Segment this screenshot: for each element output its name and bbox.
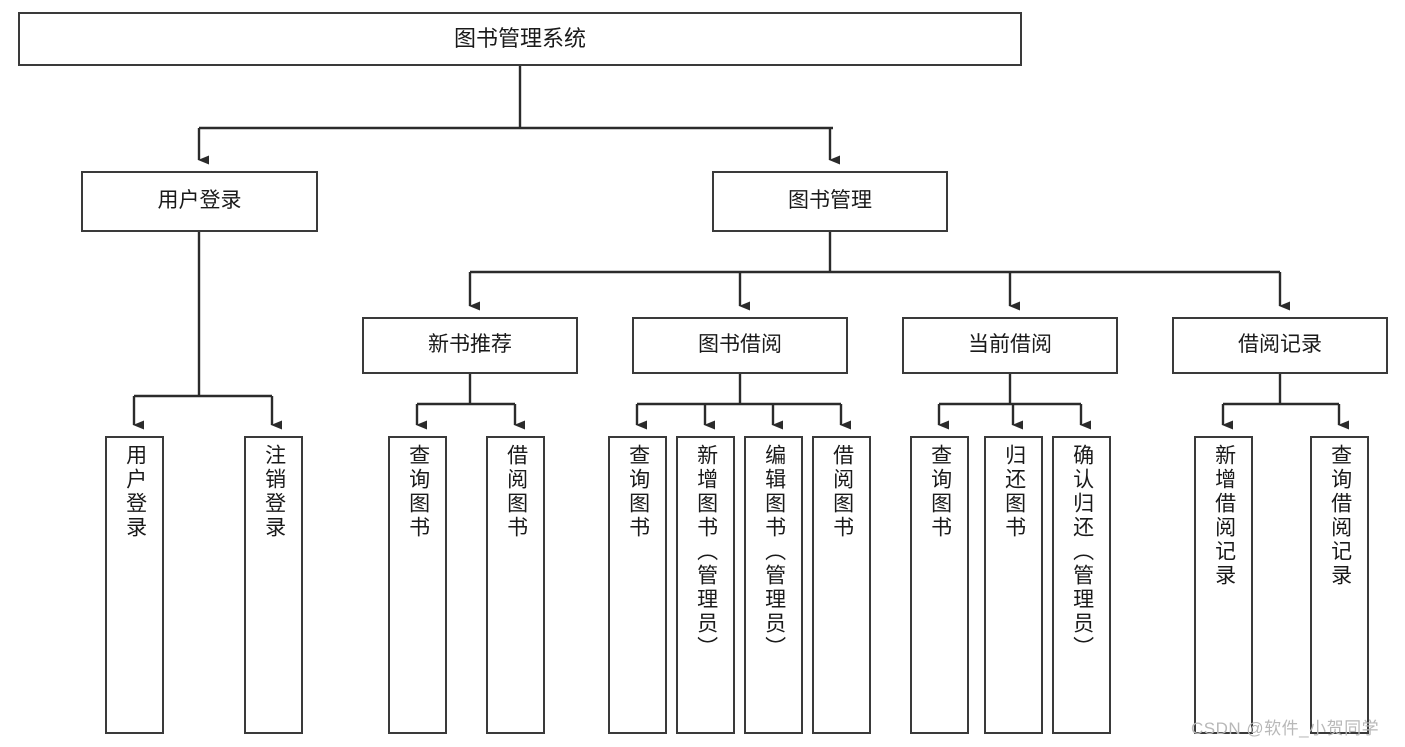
node-new-book-recommend[interactable]: 新书推荐 <box>362 317 578 374</box>
node-current-borrow-label: 当前借阅 <box>968 333 1052 357</box>
leaf-add-book[interactable]: 新增图书（管理员） <box>676 436 735 734</box>
leaf-query-book-1[interactable]: 查询图书 <box>388 436 447 734</box>
leaf-user-login[interactable]: 用户登录 <box>105 436 164 734</box>
leaf-query-book-3-label: 查询图书 <box>928 444 952 540</box>
leaf-borrow-book-2-label: 借阅图书 <box>830 444 854 540</box>
leaf-query-book-3[interactable]: 查询图书 <box>910 436 969 734</box>
leaf-query-record-label: 查询借阅记录 <box>1328 444 1352 588</box>
leaf-return-book[interactable]: 归还图书 <box>984 436 1043 734</box>
leaf-add-record-label: 新增借阅记录 <box>1212 444 1236 588</box>
leaf-edit-book-label: 编辑图书（管理员） <box>762 444 786 660</box>
leaf-borrow-book-2[interactable]: 借阅图书 <box>812 436 871 734</box>
node-user-login[interactable]: 用户登录 <box>81 171 318 232</box>
leaf-borrow-book-1[interactable]: 借阅图书 <box>486 436 545 734</box>
leaf-confirm-return-label: 确认归还（管理员） <box>1070 444 1094 660</box>
leaf-logout[interactable]: 注销登录 <box>244 436 303 734</box>
node-current-borrow[interactable]: 当前借阅 <box>902 317 1118 374</box>
leaf-confirm-return[interactable]: 确认归还（管理员） <box>1052 436 1111 734</box>
node-borrow-records[interactable]: 借阅记录 <box>1172 317 1388 374</box>
leaf-borrow-book-1-label: 借阅图书 <box>504 444 528 540</box>
leaf-edit-book[interactable]: 编辑图书（管理员） <box>744 436 803 734</box>
node-user-login-label: 用户登录 <box>157 189 242 213</box>
node-book-management-label: 图书管理 <box>788 189 872 213</box>
leaf-query-book-2[interactable]: 查询图书 <box>608 436 667 734</box>
leaf-query-book-1-label: 查询图书 <box>406 444 430 540</box>
leaf-query-record[interactable]: 查询借阅记录 <box>1310 436 1369 734</box>
node-root-label: 图书管理系统 <box>453 26 586 52</box>
leaf-logout-label: 注销登录 <box>262 444 286 540</box>
leaf-add-record[interactable]: 新增借阅记录 <box>1194 436 1253 734</box>
node-borrow-records-label: 借阅记录 <box>1238 333 1322 357</box>
leaf-query-book-2-label: 查询图书 <box>626 444 650 540</box>
leaf-add-book-label: 新增图书（管理员） <box>694 444 718 660</box>
watermark: CSDN @软件_小贺同学 <box>1191 719 1380 738</box>
node-book-borrow-label: 图书借阅 <box>698 333 782 357</box>
leaf-return-book-label: 归还图书 <box>1002 444 1026 540</box>
node-book-management[interactable]: 图书管理 <box>712 171 948 232</box>
node-new-book-recommend-label: 新书推荐 <box>428 333 512 357</box>
node-root[interactable]: 图书管理系统 <box>18 12 1022 66</box>
node-book-borrow[interactable]: 图书借阅 <box>632 317 848 374</box>
leaf-user-login-label: 用户登录 <box>123 444 147 540</box>
